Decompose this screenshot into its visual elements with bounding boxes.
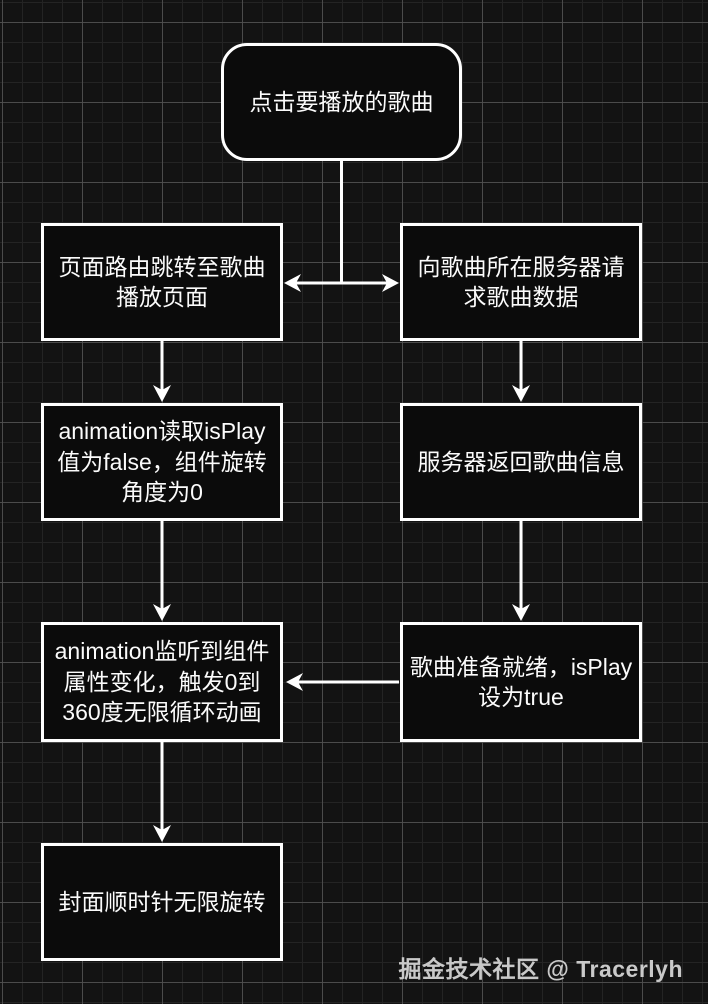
node-song-ready: 歌曲准备就绪，isPlay 设为true	[400, 622, 642, 742]
edge-route-to-read	[153, 341, 171, 402]
edge-trigger-to-rotate	[153, 742, 171, 842]
node-server-return: 服务器返回歌曲信息	[400, 403, 642, 521]
node-trigger-animation: animation监听到组件 属性变化，触发0到 360度无限循环动画	[41, 622, 283, 742]
node-request-song: 向歌曲所在服务器请 求歌曲数据	[400, 223, 642, 341]
node-server-return-label: 服务器返回歌曲信息	[417, 448, 625, 475]
edge-request-to-return	[512, 341, 530, 402]
edge-read-to-trigger	[153, 521, 171, 621]
watermark: 掘金技术社区 @ Tracerlyh	[398, 956, 683, 982]
node-cover-rotate-label: 封面顺时针无限旋转	[58, 888, 266, 915]
node-start-label: 点击要播放的歌曲	[249, 88, 434, 115]
node-route-jump: 页面路由跳转至歌曲 播放页面	[41, 223, 283, 341]
node-request-song-label: 向歌曲所在服务器请 求歌曲数据	[417, 253, 625, 310]
node-song-ready-label: 歌曲准备就绪，isPlay 设为true	[409, 653, 633, 710]
node-start: 点击要播放的歌曲	[221, 43, 462, 161]
node-read-isplay-label: animation读取isPlay 值为false，组件旋转 角度为0	[57, 418, 267, 506]
edge-ready-to-trigger	[286, 673, 399, 691]
node-cover-rotate: 封面顺时针无限旋转	[41, 843, 283, 961]
node-read-isplay: animation读取isPlay 值为false，组件旋转 角度为0	[41, 403, 283, 521]
node-route-jump-label: 页面路由跳转至歌曲 播放页面	[58, 253, 266, 310]
node-trigger-animation-label: animation监听到组件 属性变化，触发0到 360度无限循环动画	[54, 638, 270, 726]
edge-return-to-ready	[512, 521, 530, 621]
edge-start-split-arrow	[284, 274, 399, 292]
